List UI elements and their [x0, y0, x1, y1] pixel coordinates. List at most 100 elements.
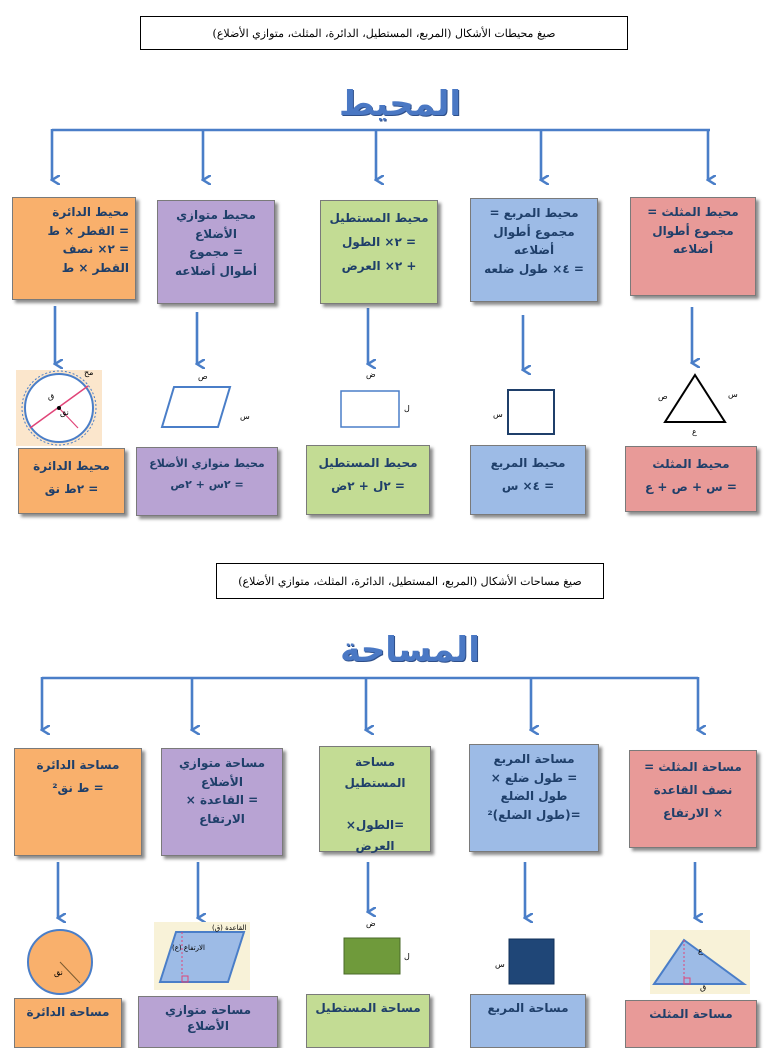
perimeter-parallelogram-result: محيط متوازي الأضلاع = ٢س + ٢ص	[136, 447, 278, 516]
box-line: أضلاعه	[513, 243, 555, 258]
rectangle-area-figure	[343, 937, 401, 975]
result-line: محيط المستطيل	[318, 456, 418, 470]
box-line: + ٢× العرض	[341, 259, 417, 273]
area-title: المساحة	[340, 630, 480, 670]
box-line: = ٢× الطول	[341, 235, 417, 249]
label-tri-left: ص	[658, 392, 668, 401]
box-line: محيط متوازي	[176, 208, 256, 222]
label-diameter: ق	[48, 392, 55, 401]
perimeter-square-result: محيط المربع = ٤× س	[470, 445, 586, 515]
box-line: مساحة المستطيل	[344, 755, 406, 790]
label-square-side: س	[493, 410, 503, 419]
area-rectangle-result: مساحة المستطيل	[306, 994, 430, 1048]
box-line: = ط نق²	[52, 780, 104, 795]
result-line: مساحة المثلث	[649, 1007, 733, 1021]
label-tri-base: ق	[700, 983, 707, 992]
area-circle-result: مساحة الدائرة	[14, 998, 122, 1048]
perimeter-title: المحيط	[338, 84, 461, 124]
result-line: مساحة متوازي	[164, 1003, 252, 1017]
triangle-area-figure	[650, 930, 750, 994]
label-radius: نق	[60, 408, 69, 417]
result-line: = ٢ط نق	[44, 481, 99, 496]
result-line: محيط المثلث	[652, 457, 730, 471]
label-rect-top: ض	[366, 919, 376, 928]
box-line: مساحة متوازي	[178, 756, 266, 770]
box-line	[326, 794, 424, 815]
box-line: الأضلاع	[201, 774, 243, 789]
perimeter-triangle-box: محيط المثلث = مجموع أطوال أضلاعه	[630, 197, 756, 296]
label-rect-side: ل	[404, 404, 410, 413]
box-line: مساحة المثلث =	[644, 760, 742, 774]
result-line: محيط المربع	[490, 456, 566, 470]
perimeter-parallelogram-box: محيط متوازي الأضلاع = مجموع أطوال أضلاعه	[157, 200, 275, 304]
result-line: = س + ص + ع	[645, 479, 737, 494]
area-square-box: مساحة المربع = طول ضلع × طول الضلع =(طول…	[469, 744, 599, 852]
label-para-base: القاعدة (ق)	[212, 924, 247, 932]
perimeter-rectangle-result: محيط المستطيل = ٢ل + ٢ض	[306, 445, 430, 515]
box-line: مساحة المربع	[493, 752, 575, 766]
box-line: أضلاعه	[672, 242, 714, 257]
rectangle-perimeter-figure	[340, 390, 400, 428]
area-header: صيغ مساحات الأشكال (المربع، المستطيل، ال…	[216, 563, 604, 599]
box-line: مجموع أطوال	[493, 224, 575, 239]
square-perimeter-figure	[507, 389, 555, 435]
result-line: = ٢س + ٢ص	[170, 477, 244, 491]
result-line: محيط متوازي الأضلاع	[149, 457, 265, 470]
label-circumference: مح	[84, 368, 94, 377]
square-area-figure	[508, 938, 555, 985]
box-line: محيط المربع =	[489, 206, 579, 220]
perimeter-square-box: محيط المربع = مجموع أطوال أضلاعه = ٤× طو…	[470, 198, 598, 302]
parallelogram-area-figure	[154, 922, 250, 990]
result-line: مساحة المربع	[487, 1001, 569, 1015]
box-line: = القاعدة ×	[185, 793, 259, 808]
connector-arrows	[0, 128, 768, 1024]
label-rect-top: ض	[366, 370, 376, 379]
box-line: = مجموع	[188, 245, 244, 260]
label-radius: نق	[54, 968, 63, 977]
box-line: =الطول× العرض	[345, 818, 405, 853]
label-square-side: س	[495, 960, 505, 969]
perimeter-triangle-result: محيط المثلث = س + ص + ع	[625, 446, 757, 512]
area-circle-box: مساحة الدائرة = ط نق²	[14, 748, 142, 856]
area-triangle-box: مساحة المثلث = نصف القاعدة × الارتفاع	[629, 750, 757, 848]
label-tri-bottom: ع	[692, 427, 697, 436]
box-line: القطر × ط	[61, 260, 129, 275]
result-line: الأضلاع	[187, 1018, 229, 1033]
label-para-height: الارتفاع (ع)	[172, 944, 205, 952]
perimeter-circle-result: محيط الدائرة = ٢ط نق	[18, 448, 125, 514]
result-line: مساحة المستطيل	[315, 1001, 421, 1015]
box-line: طول الضلع	[500, 789, 568, 804]
area-parallelogram-box: مساحة متوازي الأضلاع = القاعدة × الارتفا…	[161, 748, 283, 856]
label-para-top: ص	[198, 372, 208, 381]
circle-perimeter-figure	[16, 370, 102, 446]
box-line: محيط المستطيل	[329, 211, 429, 225]
box-line: محيط المثلث =	[647, 205, 739, 219]
box-line: = ٤× طول ضلعه	[484, 261, 584, 276]
area-square-result: مساحة المربع	[470, 994, 586, 1048]
result-line: = ٤× س	[501, 478, 555, 493]
triangle-perimeter-figure	[663, 373, 727, 423]
box-line: الأضلاع	[195, 226, 237, 241]
box-line: = القطر × ط	[47, 223, 129, 238]
parallelogram-perimeter-figure	[160, 386, 232, 428]
area-parallelogram-result: مساحة متوازي الأضلاع	[138, 996, 278, 1048]
label-tri-right: س	[728, 390, 738, 399]
perimeter-header-text: صيغ محيطات الأشكال (المربع، المستطيل، ال…	[212, 26, 556, 40]
label-rect-side: ل	[404, 952, 410, 961]
circle-area-figure	[27, 929, 93, 995]
label-para-side: س	[240, 412, 250, 421]
box-line: × الارتفاع	[662, 805, 724, 820]
box-line: =(طول الضلع)²	[487, 807, 581, 822]
perimeter-circle-box: محيط الدائرة = القطر × ط = ٢× نصف القطر …	[12, 197, 136, 300]
box-line: = ٢× نصف	[62, 242, 129, 257]
box-line: = طول ضلع ×	[490, 770, 578, 785]
box-line: نصف القاعدة	[653, 782, 733, 797]
box-line: الارتفاع	[199, 811, 245, 826]
box-line: محيط الدائرة	[52, 205, 129, 219]
box-line: أطوال أضلاعه	[175, 263, 257, 278]
label-tri-height: ع	[698, 946, 703, 955]
result-line: محيط الدائرة	[33, 459, 110, 473]
perimeter-rectangle-box: محيط المستطيل = ٢× الطول + ٢× العرض	[320, 200, 438, 304]
area-triangle-result: مساحة المثلث	[625, 1000, 757, 1048]
result-line: = ٢ل + ٢ض	[331, 478, 405, 493]
